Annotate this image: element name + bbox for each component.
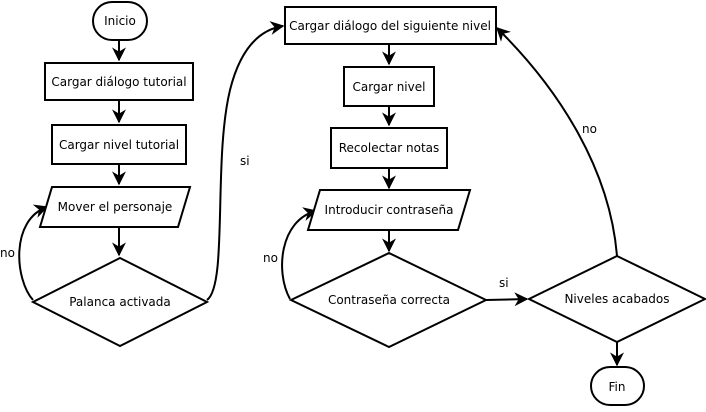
- node-mover-personaje-label: Mover el personaje: [58, 200, 173, 214]
- edge-niveles-no-to-dialogo-siguiente: [496, 27, 618, 257]
- edges: [18, 21, 624, 367]
- process-shape: [343, 66, 435, 107]
- node-cargar-nivel-label: Cargar nivel: [353, 80, 426, 94]
- terminator-shape: [590, 366, 645, 406]
- node-cargar-nivel-tutorial-label: Cargar nivel tutorial: [59, 138, 179, 152]
- node-recolectar-notas-label: Recolectar notas: [339, 141, 440, 155]
- edge-palanca-no-loop: [18, 204, 49, 301]
- label-palanca-no: no: [0, 246, 15, 260]
- node-mover-personaje: Mover el personaje: [38, 186, 192, 228]
- node-cargar-nivel-tutorial: Cargar nivel tutorial: [51, 124, 187, 165]
- node-cargar-dialogo-siguiente: Cargar diálogo del siguiente nivel: [284, 6, 497, 45]
- io-shape: [306, 189, 472, 231]
- process-shape: [284, 6, 497, 45]
- label-contrasena-no: no: [263, 251, 278, 265]
- node-niveles-acabados: Niveles acabados: [526, 254, 706, 344]
- node-contrasena-correcta: Contraseña correcta: [288, 251, 489, 349]
- node-introducir-contrasena: Introducir contraseña: [306, 189, 472, 231]
- node-palanca-activada-label: Palanca activada: [69, 295, 171, 309]
- node-fin: Fin: [590, 366, 645, 406]
- edge-contrasena-si-to-niveles: [485, 292, 529, 307]
- label-palanca-si: si: [240, 154, 250, 168]
- node-recolectar-notas: Recolectar notas: [330, 127, 448, 169]
- node-cargar-dialogo-tutorial: Cargar diálogo tutorial: [44, 62, 194, 101]
- node-inicio: Inicio: [92, 1, 148, 41]
- edge-labels: no si no si no: [0, 122, 597, 290]
- node-fin-label: Fin: [609, 380, 626, 394]
- edge-contrasena-no-loop: [281, 207, 318, 300]
- decision-shape: [30, 256, 210, 348]
- label-niveles-no: no: [582, 122, 597, 136]
- terminator-shape: [92, 1, 148, 41]
- decision-shape: [288, 251, 489, 349]
- io-shape: [38, 186, 192, 228]
- process-shape: [330, 127, 448, 169]
- node-introducir-contrasena-label: Introducir contraseña: [325, 203, 454, 217]
- node-inicio-label: Inicio: [104, 14, 136, 28]
- node-contrasena-correcta-label: Contraseña correcta: [328, 293, 450, 307]
- node-palanca-activada: Palanca activada: [30, 256, 210, 348]
- node-cargar-dialogo-tutorial-label: Cargar diálogo tutorial: [51, 75, 186, 89]
- process-shape: [51, 124, 187, 165]
- node-niveles-acabados-label: Niveles acabados: [564, 292, 669, 306]
- decision-shape: [526, 254, 706, 344]
- node-cargar-dialogo-siguiente-label: Cargar diálogo del siguiente nivel: [289, 19, 491, 33]
- process-shape: [44, 62, 194, 101]
- edge-palanca-si-to-dialogo-siguiente: [206, 21, 285, 301]
- label-contrasena-si: si: [499, 276, 509, 290]
- node-cargar-nivel: Cargar nivel: [343, 66, 435, 107]
